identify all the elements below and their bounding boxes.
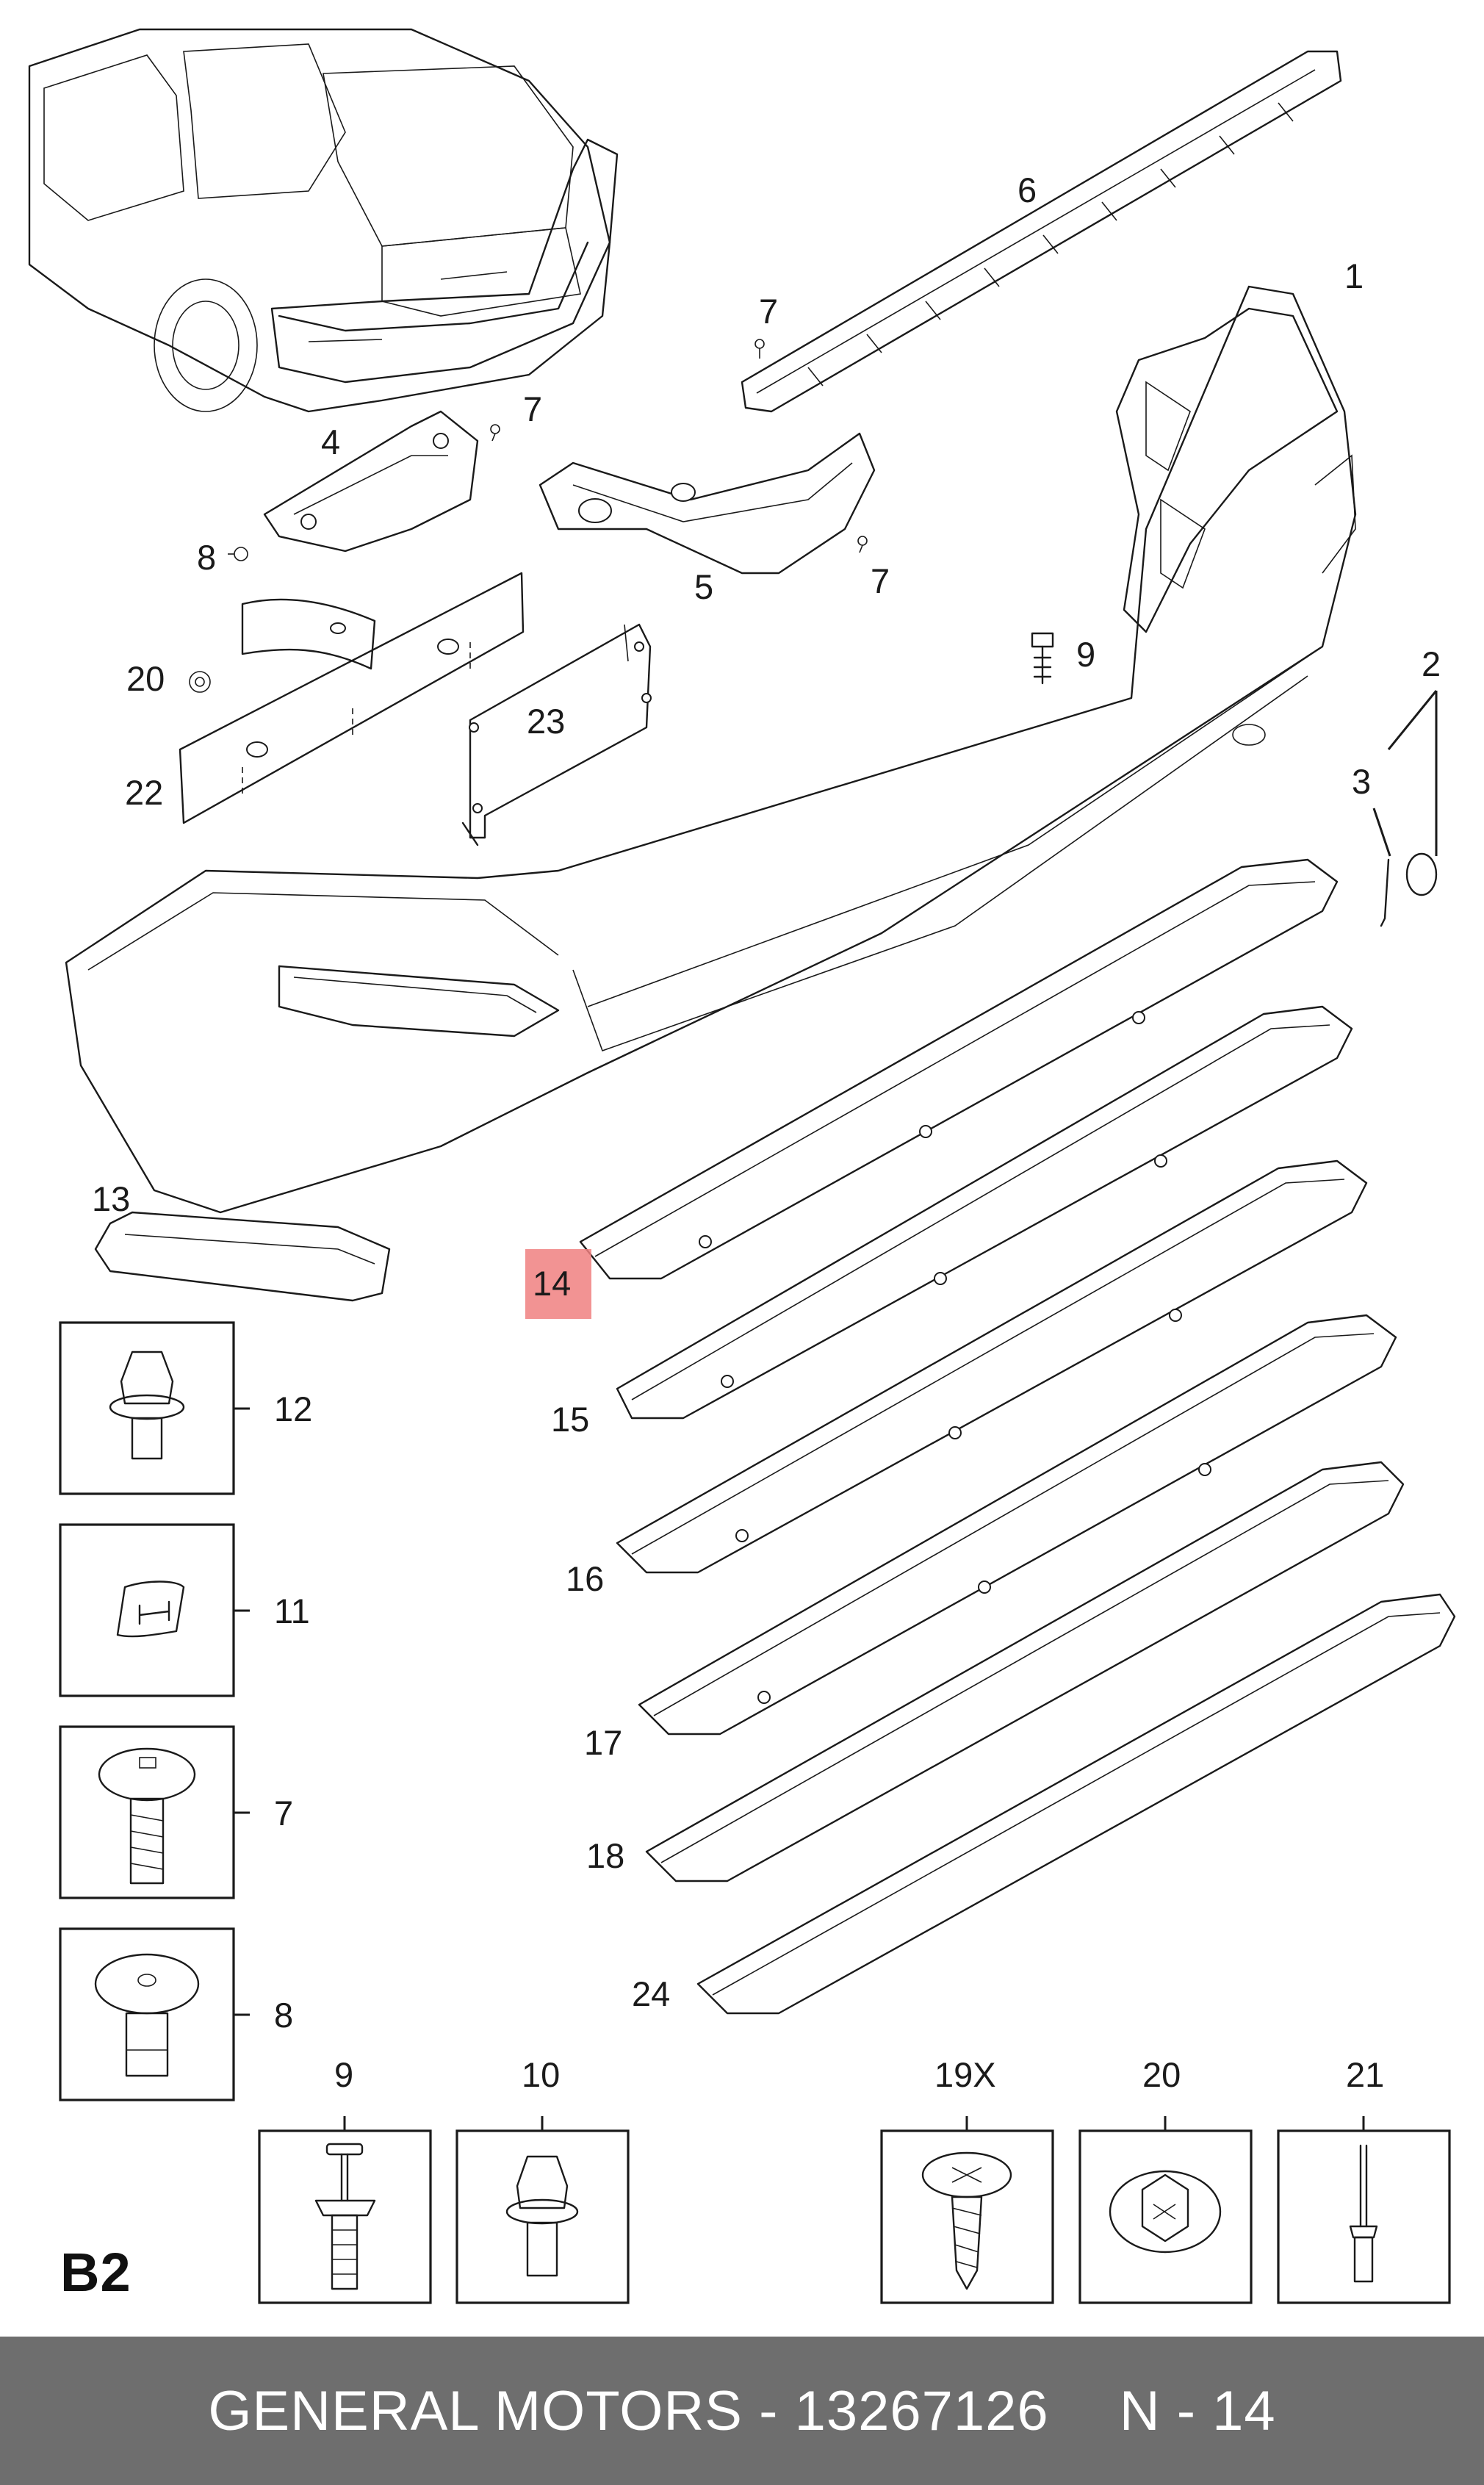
moulding-strip-15 — [616, 1005, 1353, 1420]
part-1-rear-bumper-cover — [65, 285, 1357, 1214]
callout-8: 8 — [197, 538, 216, 577]
inset-label-8: 8 — [274, 1996, 293, 2035]
moulding-strip-24 — [696, 1593, 1456, 2015]
inset-box-10: 10 — [455, 2055, 630, 2304]
callout-3: 3 — [1352, 762, 1371, 801]
callout-1: 1 — [1344, 256, 1364, 295]
inset-box-20: 20 — [1078, 2055, 1253, 2304]
inset-label-7: 7 — [274, 1794, 293, 1833]
callout-6: 6 — [1017, 170, 1037, 209]
inset-label-9: 9 — [334, 2055, 353, 2094]
inset-label-19x: 19X — [934, 2055, 996, 2094]
part-6-upper-bracket — [741, 50, 1342, 413]
footer-position-label: N - 14 — [1119, 2379, 1276, 2442]
exploded-parts-diagram: 1 2 3 4 5 6 7 7 7 8 9 13 14 15 16 17 18 … — [28, 28, 1456, 2304]
part-5-right-bracket — [539, 432, 876, 575]
callout-20: 20 — [126, 659, 165, 698]
callout-14: 14 — [533, 1264, 571, 1303]
footer-part-number: 13267126 — [794, 2379, 1049, 2442]
inset-box-12: 12 — [59, 1321, 312, 1495]
section-label: B2 — [60, 2242, 132, 2303]
callout-13: 13 — [92, 1179, 130, 1218]
inset-label-20: 20 — [1142, 2055, 1181, 2094]
inset-label-12: 12 — [274, 1389, 312, 1428]
callout-4: 4 — [321, 422, 340, 461]
callout-9: 9 — [1076, 635, 1095, 674]
footer-separator-glyph: - — [759, 2379, 779, 2442]
callout-7b: 7 — [523, 389, 542, 428]
moulding-strip-16 — [616, 1159, 1368, 1574]
footer-brand: GENERAL MOTORS — [208, 2379, 743, 2442]
inset-box-7: 7 — [59, 1725, 293, 1899]
inset-label-11: 11 — [274, 1592, 310, 1630]
callout-18: 18 — [586, 1836, 624, 1875]
callout-23: 23 — [527, 702, 565, 741]
inset-box-19x: 19X — [880, 2055, 1054, 2304]
callout-15: 15 — [551, 1400, 589, 1439]
inset-box-8: 8 — [59, 1927, 293, 2101]
part-22-energy-absorber-strip — [179, 572, 525, 824]
inset-box-21: 21 — [1277, 2055, 1451, 2304]
part-4-left-bracket — [263, 410, 479, 553]
callout-2: 2 — [1422, 644, 1441, 683]
part-13-reflector-trim — [94, 1211, 391, 1302]
moulding-strip-14 — [579, 858, 1339, 1280]
inset-label-10: 10 — [522, 2055, 560, 2094]
part-23-mounting-frame — [461, 623, 652, 846]
parts-2-3-tow-eye-cover — [1372, 690, 1438, 927]
callout-17: 17 — [584, 1723, 622, 1762]
callout-5: 5 — [694, 567, 713, 606]
callout-24: 24 — [632, 1974, 670, 2013]
inset-box-11: 11 — [59, 1523, 310, 1697]
footer-separator: - — [743, 2379, 795, 2443]
callout-14-highlight — [525, 1249, 591, 1319]
moulding-strip-17 — [638, 1314, 1397, 1736]
callout-7c: 7 — [871, 561, 890, 600]
callout-22: 22 — [125, 773, 163, 812]
callout-labels: 1 2 3 4 5 6 7 7 7 8 9 13 14 15 16 17 18 … — [92, 170, 1441, 2013]
footer-bar: GENERAL MOTORS - 13267126 N - 14 — [0, 2337, 1484, 2485]
inset-box-9: 9 — [258, 2055, 432, 2304]
moulding-strip-18 — [645, 1461, 1405, 1882]
inset-label-21: 21 — [1346, 2055, 1384, 2094]
callout-16: 16 — [566, 1559, 604, 1598]
callout-7a: 7 — [759, 292, 778, 331]
vehicle-overview-drawing — [28, 28, 619, 413]
loose-fasteners — [189, 339, 1054, 693]
